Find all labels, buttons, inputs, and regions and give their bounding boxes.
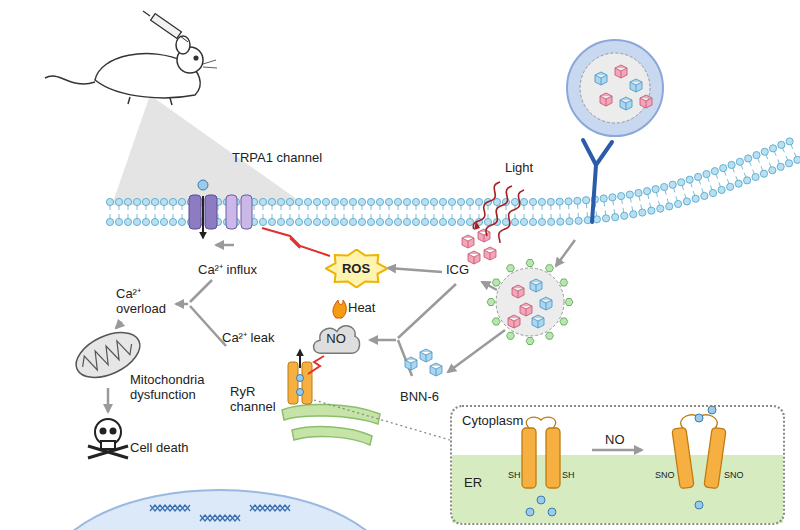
light-label: Light [505, 160, 533, 175]
activation-arrow [216, 244, 234, 247]
er-region: ER [454, 455, 785, 523]
node-label: Cytoplasm [462, 413, 523, 428]
no-label: NO [605, 432, 625, 447]
lightning [262, 228, 330, 256]
node-label: NO [326, 331, 346, 346]
ros-burst: ROS [325, 249, 388, 288]
thiol-label: SH [508, 470, 521, 480]
no-cloud: NO [311, 321, 361, 356]
molecule-label: BNN-6 [400, 389, 439, 404]
ryr-subunits [522, 415, 726, 489]
thiol-label: SH [562, 470, 575, 480]
flow-arrows [108, 240, 575, 412]
heat-label: Heat [348, 300, 375, 315]
state-label: Mitochondria dysfunction [130, 372, 222, 402]
outcome-label: Cell death [130, 440, 189, 455]
ryr-channel [288, 350, 312, 404]
flux-label: Ca²⁺ influx [198, 262, 257, 277]
snitrosyl-label: SNO [724, 470, 744, 480]
leader-line [314, 400, 450, 440]
snitrosyl-label: SNO [655, 470, 675, 480]
syringe [143, 11, 188, 42]
channel-label: RyR channel [230, 384, 282, 414]
inset-panel: CytoplasmER [450, 405, 785, 525]
endoplasmic-reticulum [282, 404, 380, 445]
nucleus [45, 490, 395, 530]
calcium-channel [189, 180, 217, 238]
flux-label: Ca²⁺ leak [222, 330, 274, 345]
mouse [45, 36, 217, 105]
lightning [308, 356, 324, 374]
channel-label: TRPA1 channel [232, 150, 322, 165]
nanoparticles [496, 40, 663, 336]
skull [88, 419, 128, 458]
molecule-label: ICG [446, 262, 469, 277]
er-lumen [452, 455, 783, 523]
calcium-ions [526, 406, 716, 516]
dna [150, 505, 290, 521]
flame [333, 300, 346, 318]
node-label: ER [464, 475, 482, 490]
receptor [583, 140, 612, 222]
state-label: Ca²⁺ overload [116, 286, 176, 316]
node-label: ROS [342, 261, 370, 276]
light-waves [473, 182, 524, 243]
lightning [290, 238, 300, 248]
trpa1-channel [226, 195, 252, 229]
molecules [405, 65, 652, 376]
no-arrow [592, 449, 642, 452]
